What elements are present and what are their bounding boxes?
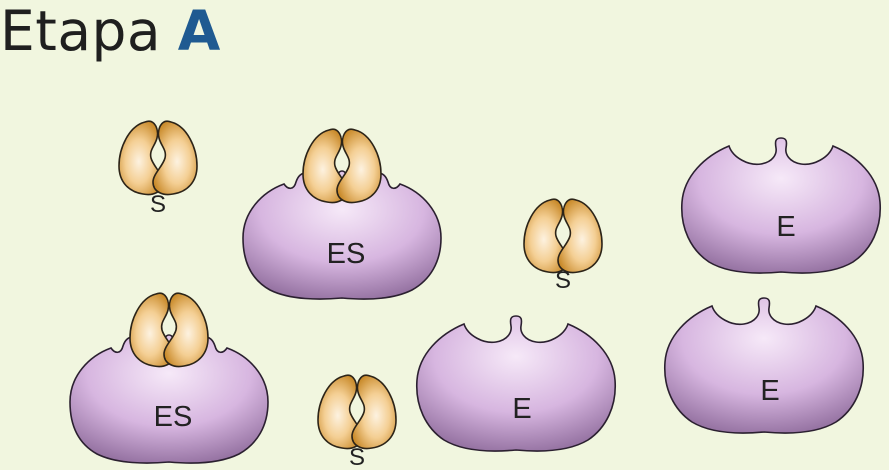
- enzyme-molecule: [663, 297, 865, 434]
- substrate-molecule: [318, 375, 396, 448]
- stage-title-word: Etapa: [0, 0, 162, 63]
- enzyme-substrate-complex: [242, 129, 442, 300]
- complex-label: ES: [154, 401, 193, 433]
- enzyme-label: E: [776, 211, 795, 243]
- substrate-molecule: [119, 121, 197, 194]
- enzyme-label: E: [760, 375, 779, 407]
- substrate-label: S: [349, 444, 365, 470]
- enzyme-label: E: [512, 393, 531, 425]
- substrate-label: S: [555, 267, 571, 294]
- substrate-molecule: [524, 199, 602, 272]
- enzyme-molecule: [415, 315, 617, 452]
- complex-label: ES: [327, 238, 366, 270]
- stage-title: Etapa A: [0, 0, 221, 66]
- enzyme-molecule: [680, 137, 882, 274]
- stage-title-letter: A: [177, 0, 221, 63]
- substrate-label: S: [150, 191, 166, 218]
- enzyme-substrate-complex: [69, 293, 269, 464]
